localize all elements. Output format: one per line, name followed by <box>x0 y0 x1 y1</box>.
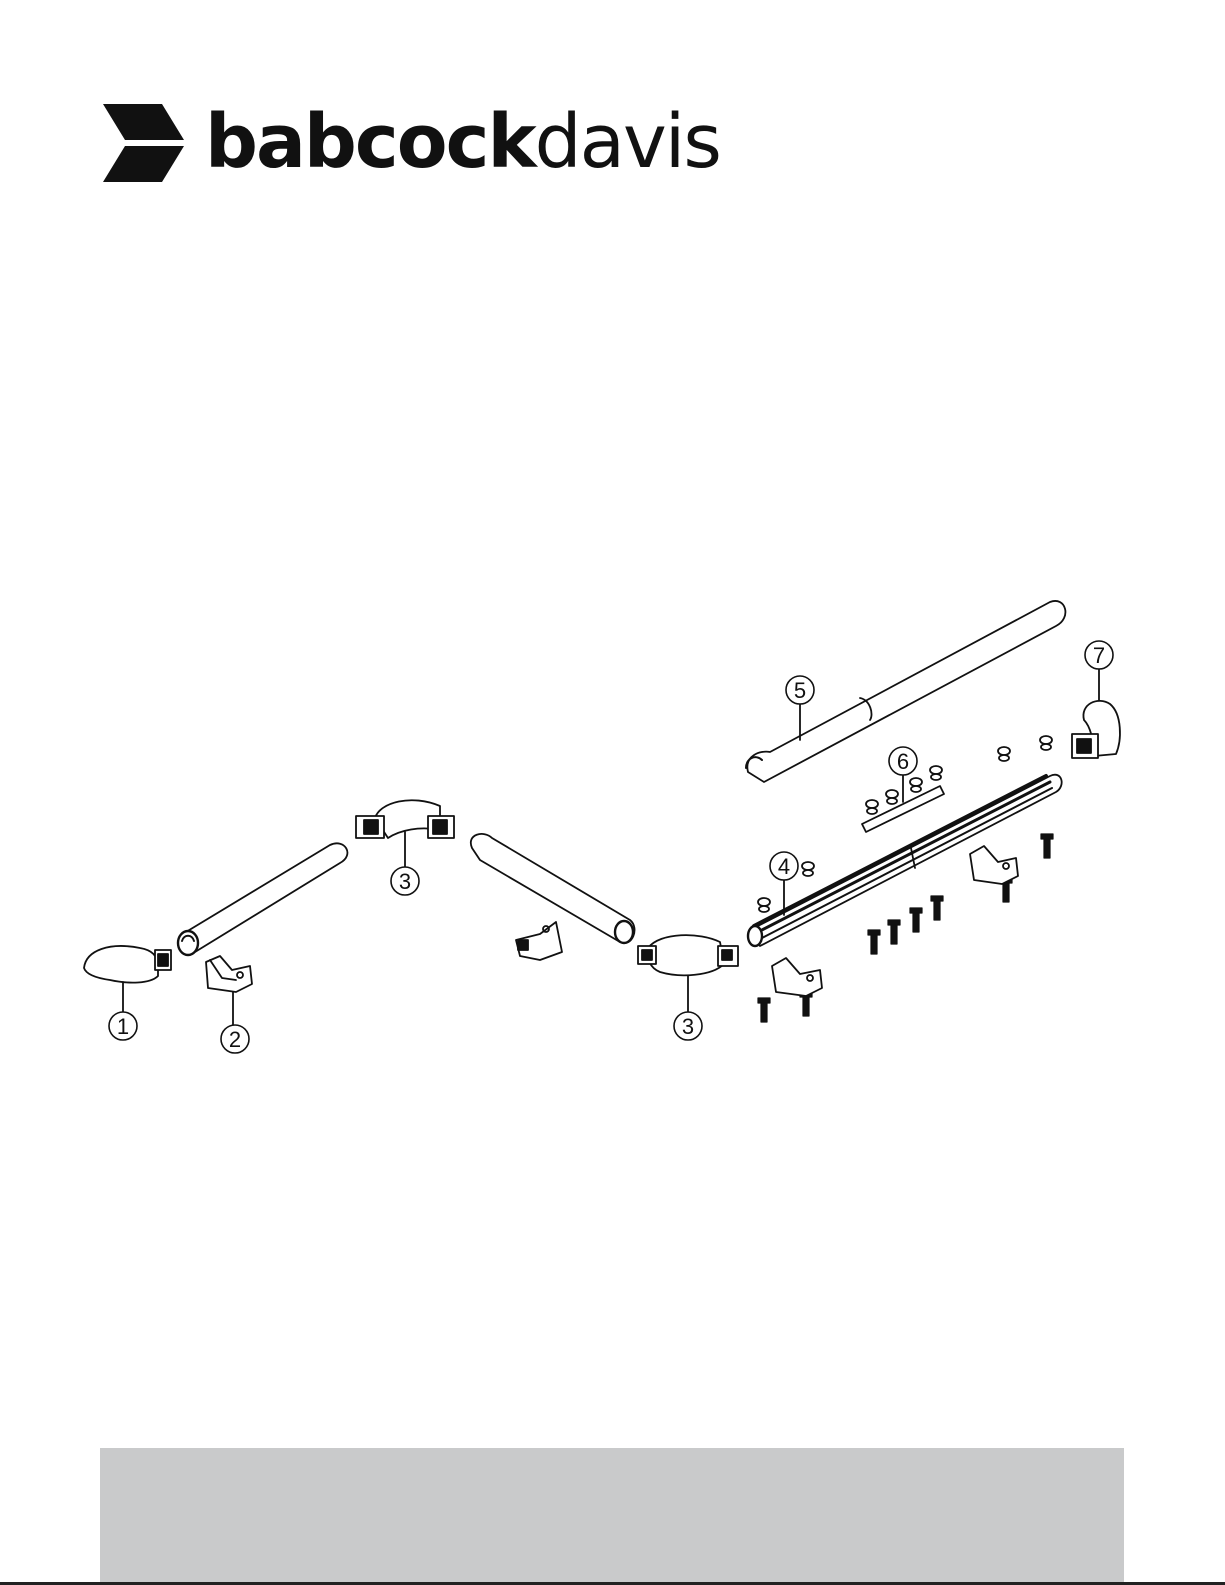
part-bracket-middle <box>516 922 562 960</box>
svg-text:3: 3 <box>682 1014 694 1039</box>
svg-text:7: 7 <box>1093 643 1105 668</box>
callout-6: 6 <box>889 747 917 775</box>
brand-light: davis <box>535 99 720 185</box>
parts-diagram: 1 2 3 3 4 5 6 7 <box>0 580 1225 1080</box>
part-elbow-top <box>356 800 454 868</box>
svg-text:1: 1 <box>117 1014 129 1039</box>
callout-7: 7 <box>1085 641 1113 669</box>
svg-text:6: 6 <box>897 749 909 774</box>
part-elbow-lower <box>638 935 738 1012</box>
part-tube-left <box>178 843 347 955</box>
svg-text:2: 2 <box>229 1027 241 1052</box>
part-end-cap <box>84 946 171 1012</box>
brand-wordmark: babcockdavis <box>205 102 720 182</box>
brand-bold: babcock <box>205 99 535 185</box>
svg-text:3: 3 <box>399 869 411 894</box>
callout-2: 2 <box>221 1025 249 1053</box>
part-bracket-left <box>206 956 252 1025</box>
logo-chevron-icon <box>100 100 190 186</box>
svg-text:4: 4 <box>778 854 790 879</box>
callout-1: 1 <box>109 1012 137 1040</box>
callout-3-top: 3 <box>391 867 419 895</box>
svg-text:5: 5 <box>794 678 806 703</box>
brand-logo: babcockdavis <box>100 100 680 186</box>
callout-5: 5 <box>786 676 814 704</box>
callout-3-lower: 3 <box>674 1012 702 1040</box>
part-end-elbow <box>1072 668 1120 758</box>
callout-4: 4 <box>770 852 798 880</box>
footer-band <box>100 1448 1124 1585</box>
